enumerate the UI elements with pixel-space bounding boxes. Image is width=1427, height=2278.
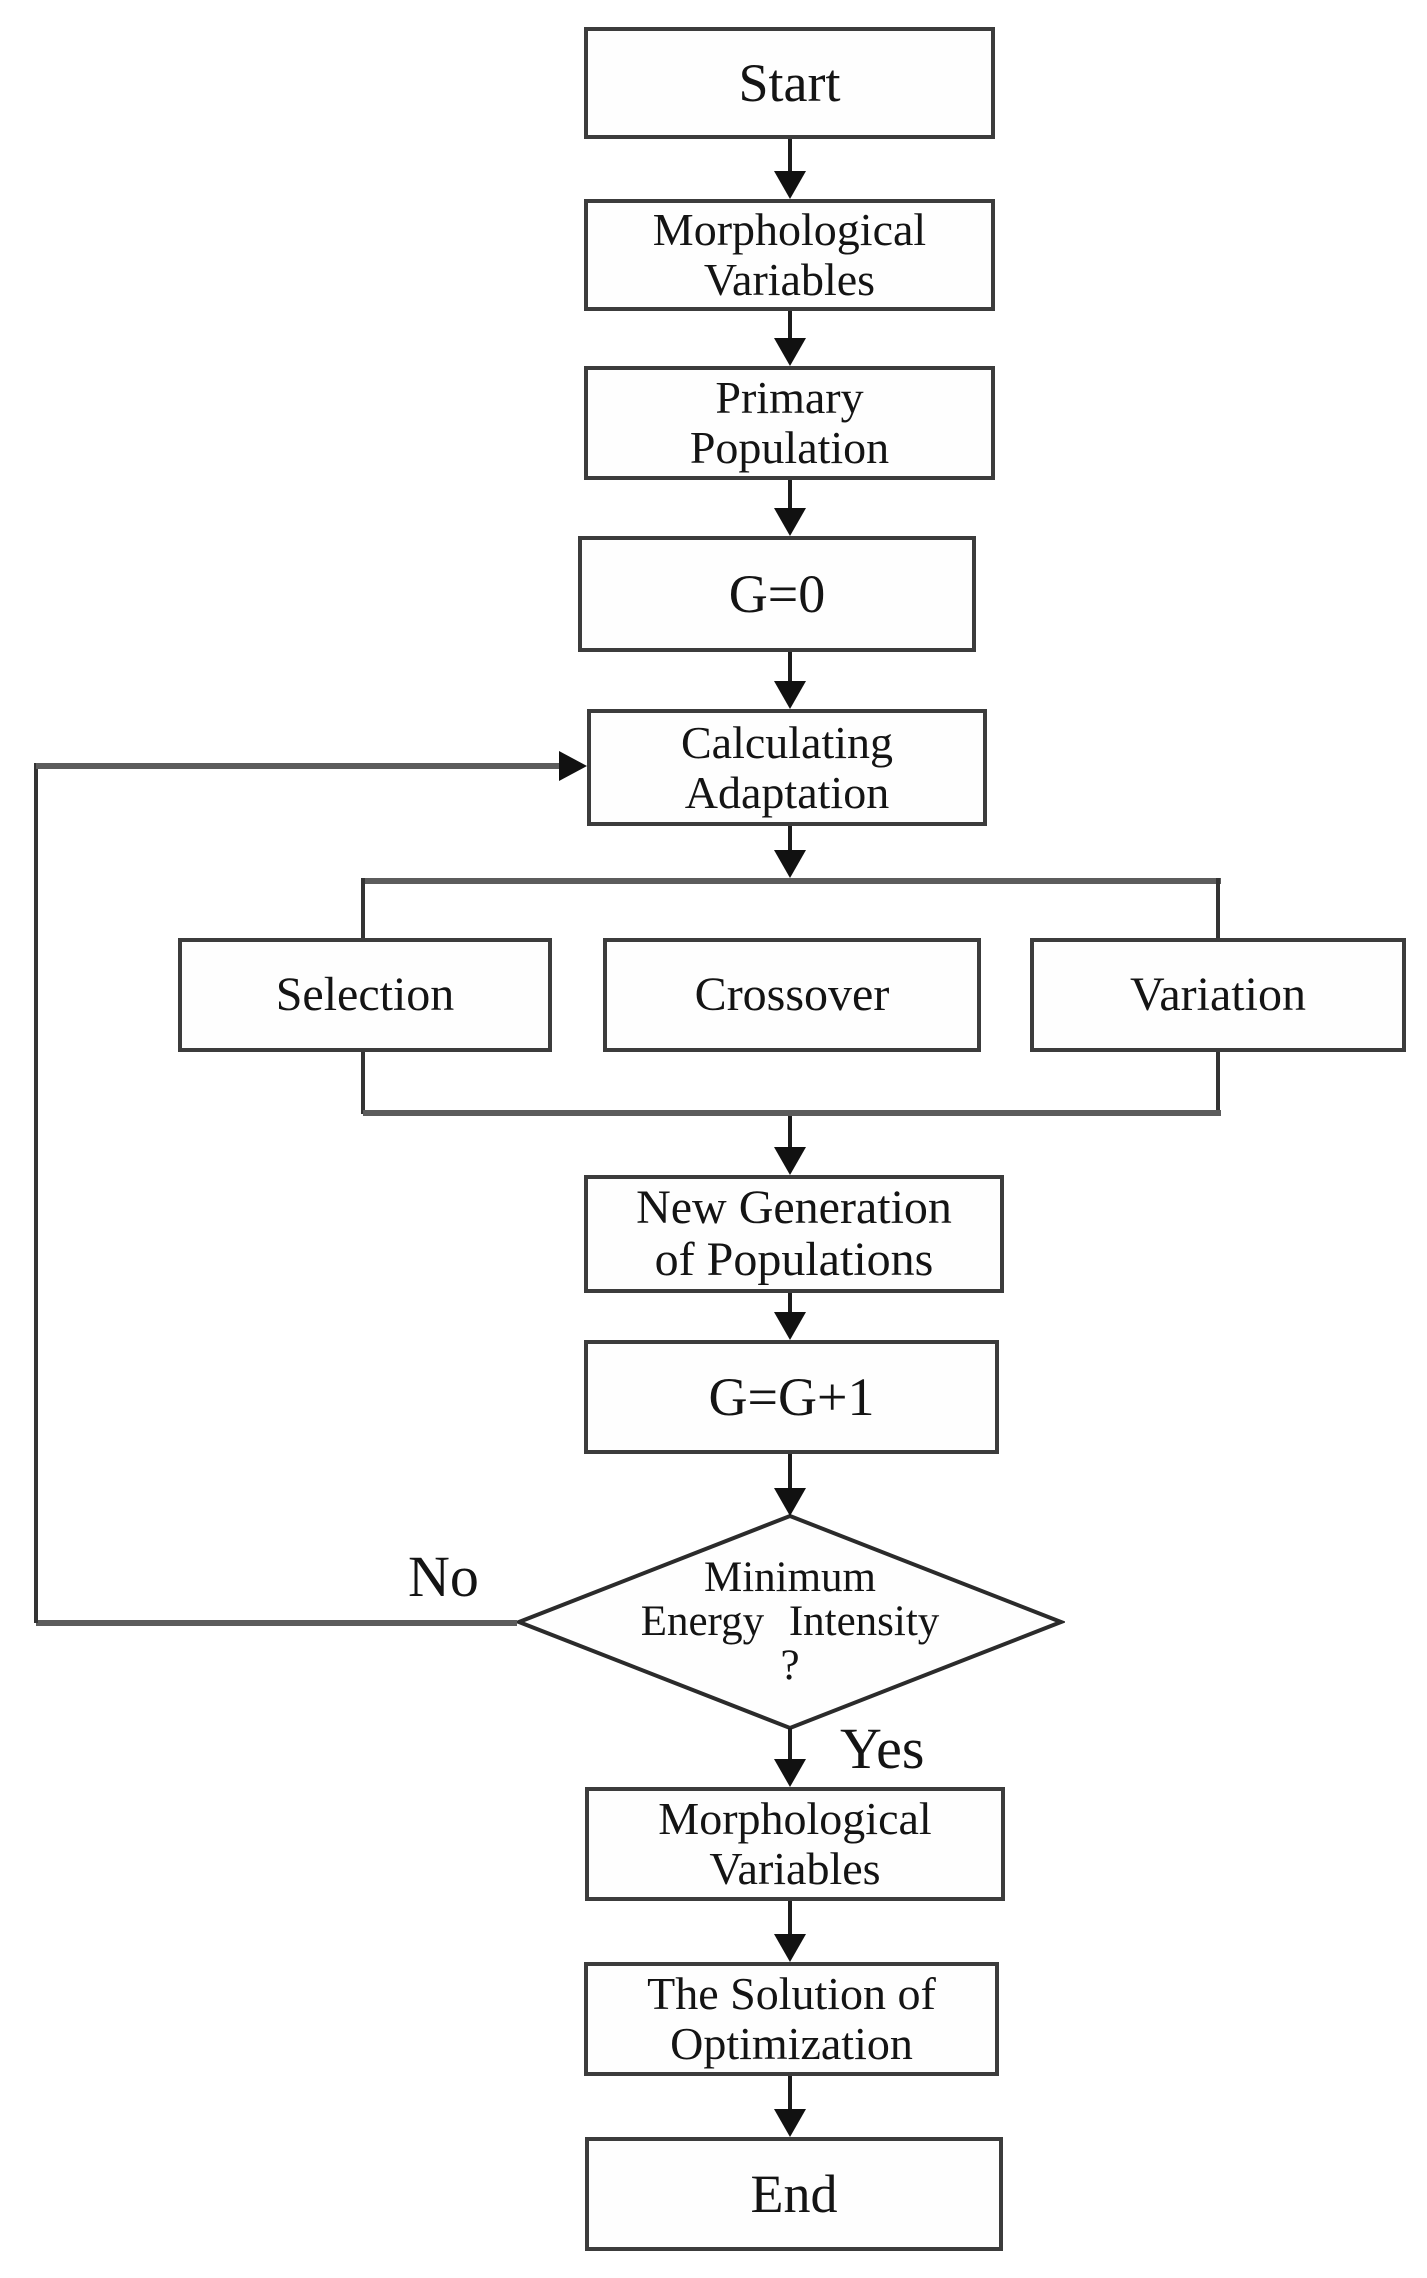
node-decision-line1: Minimum: [703, 1554, 877, 1602]
edge-morph2-to-solution: [788, 1901, 792, 1936]
node-g-increment-label: G=G+1: [708, 1366, 875, 1427]
edge-no-horizontal: [36, 1620, 517, 1626]
edge-split-horizontal: [363, 878, 1221, 884]
node-new-generation-line2: of Populations: [654, 1233, 934, 1286]
arrowhead-morph2-to-solution: [774, 1934, 806, 1962]
arrowhead-morph-to-primary: [774, 338, 806, 366]
node-morphological-variables-top-line1: Morphological: [652, 204, 927, 256]
node-variation-label: Variation: [1130, 968, 1306, 1022]
edge-decision-to-morph2: [788, 1728, 792, 1761]
edge-calc-to-split: [788, 826, 792, 855]
arrowhead-decision-to-morph2: [774, 1759, 806, 1787]
node-selection: Selection: [178, 938, 552, 1052]
node-g-equals-zero-label: G=0: [728, 563, 826, 624]
node-selection-label: Selection: [275, 968, 455, 1022]
arrowhead-primary-to-gzero: [774, 508, 806, 536]
arrowhead-calc-to-split: [774, 850, 806, 878]
node-end: End: [585, 2137, 1003, 2251]
node-new-generation: New Generation of Populations: [584, 1175, 1004, 1293]
node-start: Start: [584, 27, 995, 139]
node-solution-of-optimization: The Solution of Optimization: [584, 1962, 999, 2076]
node-start-label: Start: [738, 52, 841, 113]
node-primary-population: Primary Population: [584, 366, 995, 480]
node-decision-line3: ?: [780, 1641, 800, 1689]
node-calculating-adaptation-line1: Calculating: [680, 716, 894, 768]
label-no: No: [408, 1544, 479, 1609]
node-calculating-adaptation: Calculating Adaptation: [587, 709, 987, 826]
node-crossover-label: Crossover: [694, 968, 890, 1022]
node-morphological-variables-top-line2: Variables: [703, 254, 876, 305]
arrowhead-feedback-to-calc: [559, 751, 587, 781]
node-decision-line2: Energy Intensity: [640, 1598, 940, 1646]
node-morphological-variables-bottom-line2: Variables: [709, 1843, 881, 1894]
edge-gzero-to-calc: [788, 652, 792, 685]
node-solution-of-optimization-line2: Optimization: [670, 2018, 913, 2069]
arrowhead-start-to-morph: [774, 171, 806, 199]
edge-join-to-newgen: [788, 1116, 792, 1149]
arrowhead-gzero-to-calc: [774, 681, 806, 709]
edge-join-horizontal: [363, 1110, 1221, 1116]
node-morphological-variables-bottom-line1: Morphological: [658, 1793, 932, 1845]
edge-feedback-top-horizontal: [36, 763, 559, 769]
edge-newgen-to-gincrement: [788, 1293, 792, 1314]
edge-selection-down-stub: [361, 1052, 365, 1114]
node-morphological-variables-top: Morphological Variables: [584, 199, 995, 311]
edge-split-left-stub: [361, 878, 365, 938]
arrowhead-newgen-to-gincrement: [774, 1312, 806, 1340]
node-decision-text: Minimum Energy Intensity ?: [515, 1512, 1065, 1732]
edge-primary-to-gzero: [788, 480, 792, 512]
label-yes: Yes: [840, 1716, 925, 1781]
node-g-increment: G=G+1: [584, 1340, 999, 1454]
node-end-label: End: [750, 2163, 838, 2224]
node-morphological-variables-bottom: Morphological Variables: [585, 1787, 1005, 1901]
node-variation: Variation: [1030, 938, 1406, 1052]
edge-start-to-morph: [788, 139, 792, 175]
edge-morph-to-primary: [788, 311, 792, 342]
node-decision: Minimum Energy Intensity ?: [515, 1512, 1065, 1732]
node-new-generation-line1: New Generation: [636, 1181, 952, 1235]
arrowhead-gincrement-to-decision: [774, 1488, 806, 1516]
arrowhead-solution-to-end: [774, 2109, 806, 2137]
arrowhead-join-to-newgen: [774, 1147, 806, 1175]
node-crossover: Crossover: [603, 938, 981, 1052]
node-solution-of-optimization-line1: The Solution of: [647, 1968, 936, 2020]
node-g-equals-zero: G=0: [578, 536, 976, 652]
edge-split-right-stub: [1216, 878, 1220, 938]
edge-solution-to-end: [788, 2076, 792, 2111]
edge-feedback-vertical: [34, 763, 38, 1623]
edge-gincrement-to-decision: [788, 1454, 792, 1490]
node-calculating-adaptation-line2: Adaptation: [684, 766, 890, 818]
edge-variation-down-stub: [1216, 1052, 1220, 1114]
node-primary-population-line2: Population: [689, 422, 890, 473]
node-primary-population-line1: Primary: [715, 372, 864, 424]
